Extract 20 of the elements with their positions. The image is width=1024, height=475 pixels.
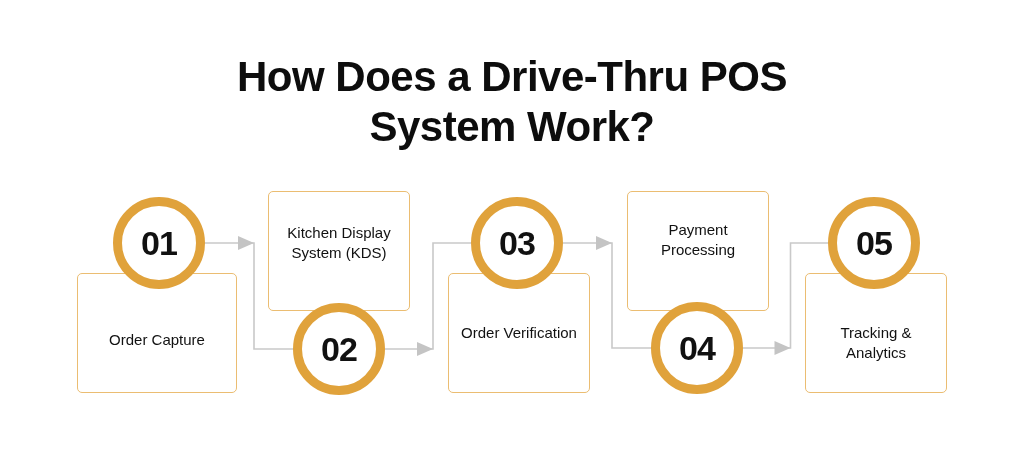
step-box <box>268 191 410 311</box>
arrow <box>384 242 472 356</box>
title: How Does a Drive-Thru POS System Work? <box>236 52 788 152</box>
arrow <box>562 236 652 349</box>
step-box <box>77 273 237 393</box>
step-box <box>805 273 947 393</box>
step-number: 01 <box>141 226 177 260</box>
step-label: Order Verification <box>461 323 577 343</box>
step-label: Kitchen Display System (KDS) <box>286 223 392 263</box>
arrow <box>204 236 294 350</box>
step-number: 04 <box>679 331 715 365</box>
step-box <box>448 273 590 393</box>
arrow <box>742 242 829 355</box>
step-number: 03 <box>499 226 535 260</box>
step-label: Payment Processing <box>659 220 737 260</box>
step-label: Order Capture <box>109 330 205 350</box>
step-box <box>627 191 769 311</box>
step-label: Tracking & Analytics <box>839 323 913 363</box>
step-number: 05 <box>856 226 892 260</box>
step-number: 02 <box>321 332 357 366</box>
